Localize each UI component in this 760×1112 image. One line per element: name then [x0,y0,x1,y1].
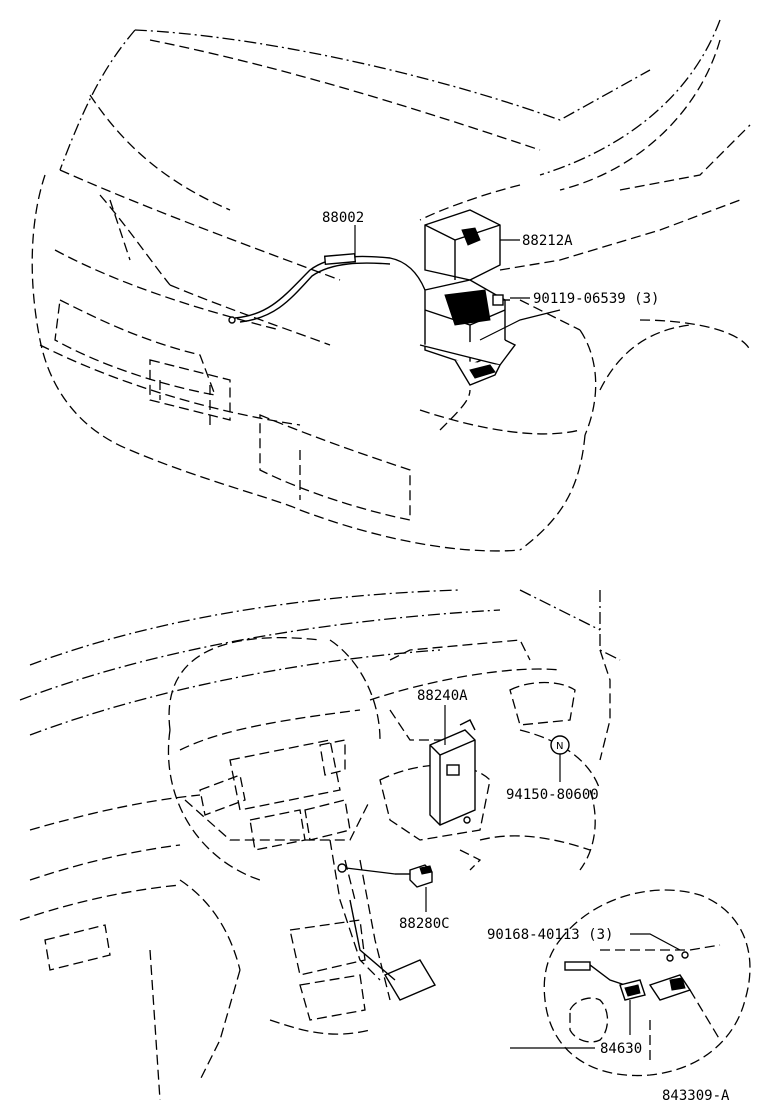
label-84630: 84630 [600,1041,642,1057]
label-88002: 88002 [322,210,364,226]
actuator-cover [424,209,501,281]
dashboard-outline [19,589,621,1101]
label-94150-80600: 94150-80600 [506,787,599,803]
lower-leaders [425,705,681,1049]
stop-lamp-switch [337,863,433,888]
label-88280c: 88280C [399,916,450,932]
label-90119-06539: 90119-06539 (3) [533,291,659,307]
steering-wheel [543,889,751,1077]
cruise-main-switch [564,951,692,1001]
vehicle-front-outline [31,19,751,552]
nut-icon: N [550,735,570,755]
throttle-cable [228,252,426,324]
label-90168-40113: 90168-40113 (3) [487,927,613,943]
label-88212a: 88212A [522,233,573,249]
label-88240a: 88240A [417,688,468,704]
nut-symbol: N [556,741,563,752]
cruise-actuator [419,279,517,386]
bolt-icon [492,294,510,306]
upper-leaders [354,225,561,341]
cruise-computer [429,719,476,826]
reference-code: 843309-A [662,1088,730,1104]
